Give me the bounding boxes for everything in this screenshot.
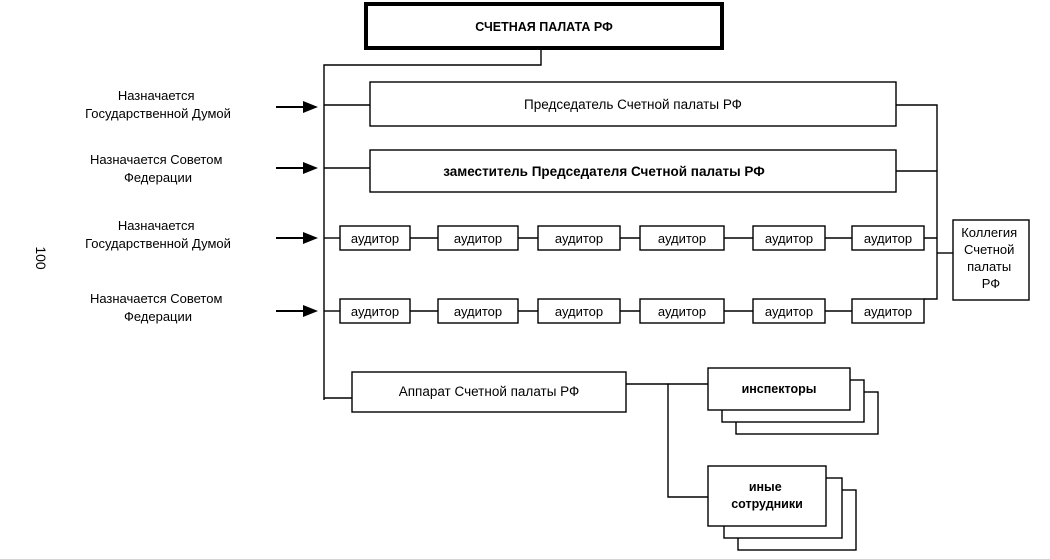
arrow-auditors-2 xyxy=(276,305,318,317)
auditor-text: аудитор xyxy=(454,231,502,246)
auditor-text: аудитор xyxy=(864,231,912,246)
other-staff-box xyxy=(707,465,827,527)
auditor-row-2: аудитор аудитор аудитор аудитор аудитор … xyxy=(339,298,925,324)
other-staff-stack: иные сотрудники xyxy=(707,465,857,551)
auditor-text: аудитор xyxy=(555,231,603,246)
auditor-text: аудитор xyxy=(864,304,912,319)
apparatus-connector xyxy=(626,383,708,498)
auditor-box xyxy=(437,298,519,324)
deputy-box xyxy=(369,149,897,193)
label-appointed-duma-2: Назначается Государственной Думой xyxy=(85,218,231,251)
arrow-chairman xyxy=(276,101,318,113)
chairman-text: Председатель Счетной палаты РФ xyxy=(524,97,742,112)
title-text: СЧЕТНАЯ ПАЛАТА РФ xyxy=(475,20,613,34)
page-number: 100 xyxy=(33,246,49,270)
apparatus-box xyxy=(351,371,627,413)
auditor-text: аудитор xyxy=(658,231,706,246)
auditor-box xyxy=(339,298,411,324)
label-appointed-federation-2: Назначается Советом Федерации xyxy=(90,291,226,324)
auditor-text: аудитор xyxy=(765,231,813,246)
auditor-text: аудитор xyxy=(555,304,603,319)
chairman-box xyxy=(369,81,897,127)
auditor-box xyxy=(639,225,725,251)
auditor-box xyxy=(537,298,621,324)
auditor-box xyxy=(339,225,411,251)
auditor-text: аудитор xyxy=(454,304,502,319)
other-staff-text: иные сотрудники xyxy=(731,480,803,511)
collegium-text: Коллегия Счетной палаты РФ xyxy=(961,225,1021,291)
auditor-box xyxy=(437,225,519,251)
label-appointed-federation-1: Назначается Советом Федерации xyxy=(90,152,226,185)
inspectors-box xyxy=(707,367,851,411)
auditor-box xyxy=(752,298,826,324)
collegium-box xyxy=(952,219,1030,301)
auditor-text: аудитор xyxy=(765,304,813,319)
auditor-box xyxy=(537,225,621,251)
inspectors-stack: инспекторы xyxy=(707,367,879,435)
auditor-row-1: аудитор аудитор аудитор аудитор аудитор … xyxy=(339,225,925,251)
collegium-spine xyxy=(896,104,938,300)
label-appointed-duma-1: Назначается Государственной Думой xyxy=(85,88,231,121)
auditor-box xyxy=(851,298,925,324)
auditor-box xyxy=(752,225,826,251)
inspectors-text: инспекторы xyxy=(742,382,817,396)
auditor-text: аудитор xyxy=(351,304,399,319)
title-connector xyxy=(323,50,542,400)
auditor-text: аудитор xyxy=(658,304,706,319)
title-box xyxy=(364,2,724,50)
deputy-text: заместитель Председателя Счетной палаты … xyxy=(443,164,765,179)
arrow-auditors-1 xyxy=(276,232,318,244)
auditor-text: аудитор xyxy=(351,231,399,246)
auditor-box xyxy=(851,225,925,251)
arrow-deputy xyxy=(276,162,318,174)
apparatus-text: Аппарат Счетной палаты РФ xyxy=(399,384,580,399)
auditor-box xyxy=(639,298,725,324)
